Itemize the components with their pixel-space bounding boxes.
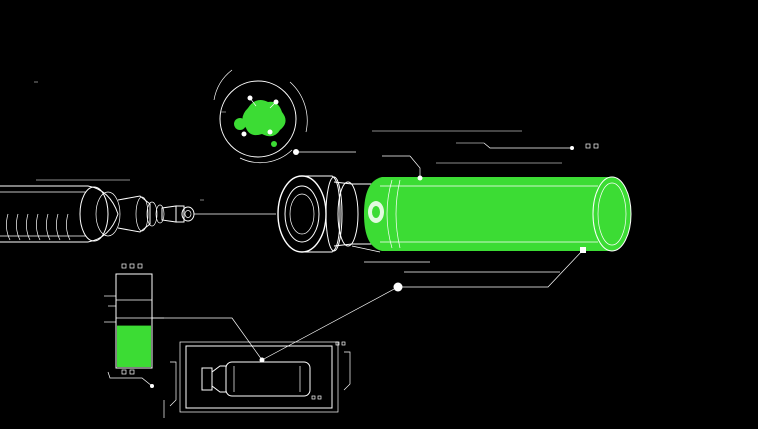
green-fluid-cartridge (364, 176, 632, 273)
barrel-graduations (6, 213, 71, 241)
needle-hub (36, 179, 276, 223)
green-cell-blob-icon (234, 95, 286, 147)
microscope-magnifier (213, 69, 356, 164)
syringe-barrel (0, 185, 165, 243)
vial-icon (201, 361, 311, 397)
gauge-fill-level (117, 325, 151, 367)
decorative-ticks (34, 81, 204, 201)
vial-inset-panel (163, 341, 351, 418)
cartridge-connector (277, 175, 381, 253)
vertical-fill-gauge (104, 263, 263, 388)
